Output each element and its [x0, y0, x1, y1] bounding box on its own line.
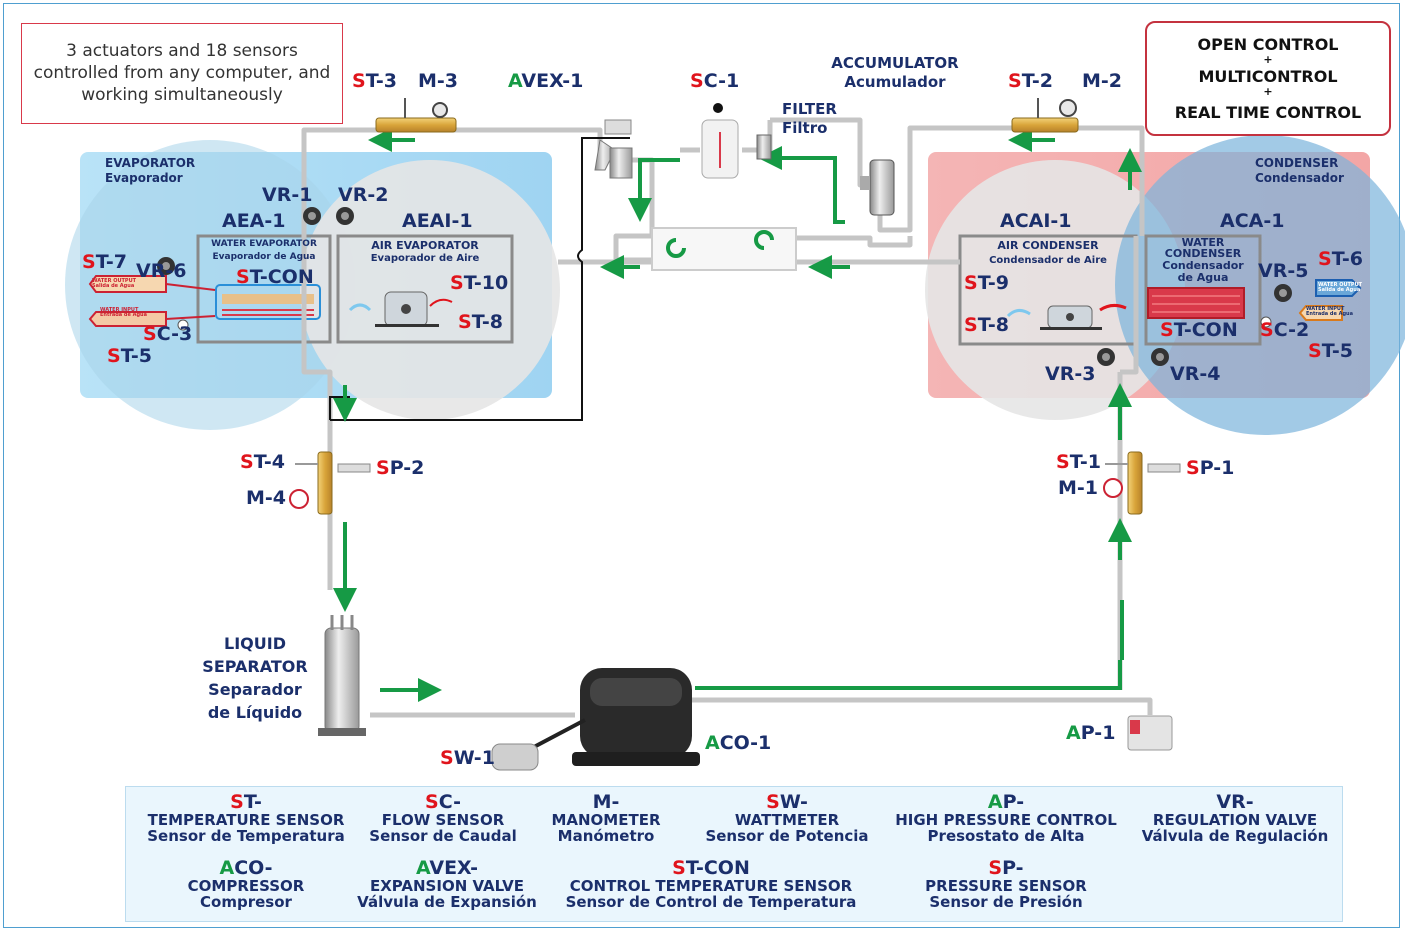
tag-m-1: M-1	[1058, 477, 1099, 499]
tag-st-4: ST-4	[240, 451, 285, 473]
plus-sign: +	[1263, 53, 1273, 66]
air-evaporator-subtitle: Evaporador de Aire	[370, 253, 480, 264]
accumulator-title: ACCUMULATOR	[831, 54, 959, 72]
tag-m-2: M-2	[1082, 70, 1123, 92]
tag-st-6: ST-6	[1318, 248, 1363, 270]
water-evaporator-subtitle: Evaporador de Agua	[212, 252, 316, 262]
water-condenser-subtitle-2: de Agua	[1177, 271, 1229, 284]
separator-line1: LIQUID	[224, 634, 286, 653]
aea-1-code: AEA-1	[222, 210, 286, 232]
tag-st-con-evaporator: ST-CON	[236, 266, 314, 288]
tag-vr-6: VR-6	[136, 260, 187, 282]
tag-st-2: ST-2	[1008, 70, 1053, 92]
water-evaporator-title: WATER EVAPORATOR	[211, 239, 317, 249]
tag-st-con-condenser: ST-CON	[1160, 319, 1238, 341]
open-control-label: OPEN CONTROL	[1197, 35, 1339, 54]
plus-sign: +	[1263, 85, 1273, 98]
tag-m-3: M-3	[418, 70, 459, 92]
tag-aco-1: ACO-1	[705, 732, 772, 754]
control-modes-box: OPEN CONTROL + MULTICONTROL + REAL TIME …	[1145, 21, 1391, 136]
tag-vr-3: VR-3	[1045, 363, 1096, 385]
air-evaporator-title: AIR EVAPORATOR	[371, 239, 479, 252]
evaporator-title: EVAPORATOR	[105, 156, 196, 170]
separator-line4: de Líquido	[207, 703, 303, 722]
air-condenser-subtitle: Condensador de Aire	[989, 255, 1107, 266]
tag-vr-4: VR-4	[1170, 363, 1221, 385]
multicontrol-label: MULTICONTROL	[1198, 67, 1338, 86]
condenser-title: CONDENSER	[1255, 156, 1339, 170]
tag-sp-1: SP-1	[1186, 457, 1235, 479]
tag-sc-1: SC-1	[690, 70, 740, 92]
tag-st-7: ST-7	[82, 251, 127, 273]
tag-vr-1: VR-1	[262, 184, 313, 206]
tag-sc-3: SC-3	[143, 323, 193, 345]
condenser-subtitle: Condensador	[1255, 171, 1344, 185]
real-time-control-label: REAL TIME CONTROL	[1174, 103, 1362, 122]
water-condenser-title-1: WATER	[1181, 236, 1225, 249]
separator-line2: SEPARATOR	[202, 657, 308, 676]
aca-1-code: ACA-1	[1220, 210, 1285, 232]
tag-st-10: ST-10	[450, 272, 509, 294]
tag-vr-5: VR-5	[1258, 260, 1309, 282]
tag-sc-2: SC-2	[1260, 319, 1310, 341]
tag-sw-1: SW-1	[440, 747, 495, 769]
tag-st-8-condenser: ST-8	[964, 314, 1009, 336]
tag-st-1: ST-1	[1056, 451, 1101, 473]
water-condenser-subtitle-1: Condensador	[1162, 259, 1244, 272]
filter-title: FILTER	[782, 100, 837, 118]
tag-st-9: ST-9	[964, 272, 1009, 294]
page-frame	[3, 3, 1400, 928]
water-condenser-title-2: CONDENSER	[1164, 247, 1242, 260]
tag-st-5-evaporator: ST-5	[107, 345, 152, 367]
separator-line3: Separador	[208, 680, 302, 699]
tag-st-5-condenser: ST-5	[1308, 340, 1353, 362]
feature-note: 3 actuators and 18 sensors controlled fr…	[21, 23, 343, 124]
tag-st-8-evaporator: ST-8	[458, 311, 503, 333]
tag-vr-2: VR-2	[338, 184, 389, 206]
air-condenser-title: AIR CONDENSER	[997, 239, 1099, 252]
accumulator-subtitle: Acumulador	[844, 73, 946, 91]
aeai-1-code: AEAI-1	[402, 210, 473, 232]
tag-ap-1: AP-1	[1066, 722, 1116, 744]
tag-st-3: ST-3	[352, 70, 397, 92]
tag-m-4: M-4	[246, 487, 287, 509]
tag-avex-1: AVEX-1	[508, 70, 584, 92]
tag-sp-2: SP-2	[376, 457, 425, 479]
acai-1-code: ACAI-1	[1000, 210, 1072, 232]
filter-subtitle: Filtro	[782, 119, 828, 137]
evaporator-subtitle: Evaporador	[105, 171, 183, 185]
